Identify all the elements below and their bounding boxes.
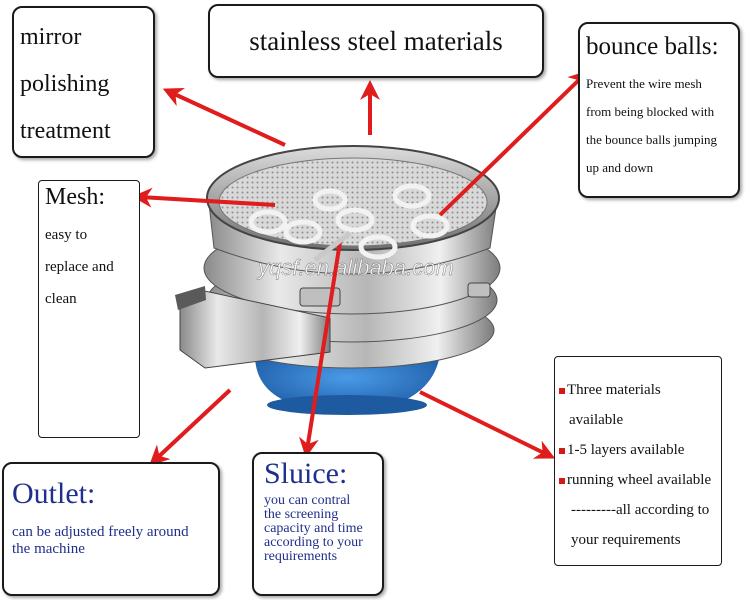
bounce-line-1: Prevent the wire mesh (586, 76, 702, 91)
mesh-line-3: clean (45, 291, 77, 307)
mirror-polishing-box: mirror polishing treatment (12, 6, 155, 158)
mesh-line-1: easy to (45, 227, 88, 243)
watermark: yqsf.en.alibaba.com (256, 255, 454, 280)
arrow-to-mirror (162, 87, 286, 147)
mirror-line-3: treatment (20, 118, 111, 144)
outlet-line-1: can be adjusted freely around (12, 524, 189, 540)
sluice-line-4: according to your (264, 535, 363, 550)
bounce-line-3: the bounce balls jumping (586, 132, 718, 147)
mesh-line-2: replace and (45, 259, 114, 275)
arrow-to-sluice (299, 241, 342, 458)
sluice-line-5: requirements (264, 549, 338, 564)
bullet-icon (559, 447, 565, 454)
arrow-to-features (419, 390, 556, 459)
arrow-to-bounce (438, 70, 589, 217)
features-footer-2: your requirements (571, 532, 681, 548)
stainless-steel-box: stainless steel materials (208, 4, 544, 78)
feature-item-1-cont: available (569, 412, 624, 428)
bounce-balls-box: bounce balls: Prevent the wire mesh from… (578, 22, 740, 198)
feature-item-1: Three materials (559, 375, 717, 405)
mesh-box: Mesh: easy to replace and clean (38, 180, 140, 438)
arrow-to-mesh (132, 187, 276, 208)
feature-item-2: 1-5 layers available (559, 435, 717, 465)
bounce-line-2: from being blocked with (586, 104, 715, 119)
bullet-icon (559, 477, 565, 484)
outlet-box: Outlet: can be adjusted freely around th… (2, 462, 220, 596)
mirror-line-2: polishing (20, 71, 110, 97)
sluice-title: Sluice: (264, 457, 348, 490)
sluice-line-1: you can contral (264, 493, 351, 508)
outlet-title: Outlet: (12, 477, 96, 510)
bounce-title: bounce balls: (586, 33, 719, 60)
bullet-icon (559, 387, 565, 394)
sluice-line-3: capacity and time (264, 521, 363, 536)
sluice-box: Sluice: you can contral the screening ca… (252, 452, 384, 596)
mesh-title: Mesh: (45, 184, 105, 210)
features-footer-1: ---------all according to (571, 502, 710, 518)
feature-item-3: running wheel available (559, 465, 717, 495)
bounce-line-4: up and down (586, 160, 654, 175)
mirror-line-1: mirror (20, 24, 82, 50)
features-box: Three materials available 1-5 layers ava… (554, 356, 722, 566)
sluice-line-2: the screening (264, 507, 339, 522)
arrow-to-outlet (149, 388, 232, 466)
stainless-steel-title: stainless steel materials (249, 25, 503, 56)
outlet-line-2: the machine (12, 541, 85, 557)
